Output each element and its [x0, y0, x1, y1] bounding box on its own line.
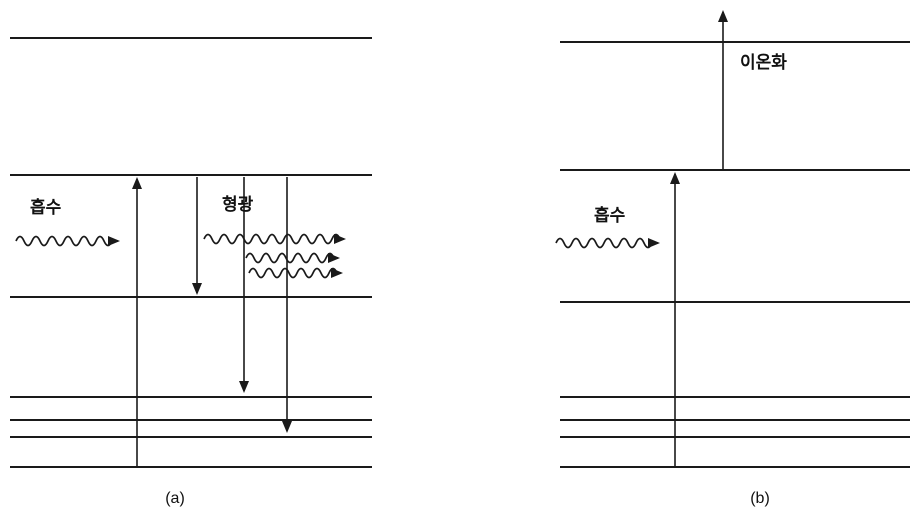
emission-photon-wave-arrow-1 — [203, 233, 346, 245]
absorption-photon-wave-arrow — [15, 235, 120, 247]
emission-photon-wave-arrow-2 — [245, 252, 340, 264]
panel-a-caption: (a) — [165, 490, 185, 507]
ionization-label: 이온화 — [740, 53, 787, 72]
absorption-photon-wave-arrow — [555, 237, 660, 249]
emission-photon-wave-arrow-3 — [248, 267, 343, 279]
absorption-label: 흡수 — [594, 205, 626, 225]
panel-b-caption: (b) — [750, 490, 770, 507]
panel-a: 흡수 형광 (a) — [10, 37, 372, 507]
absorption-label: 흡수 — [30, 197, 62, 217]
panel-b: 흡수 이온화 (b) — [555, 10, 910, 507]
fluorescence-label: 형광 — [222, 194, 254, 214]
